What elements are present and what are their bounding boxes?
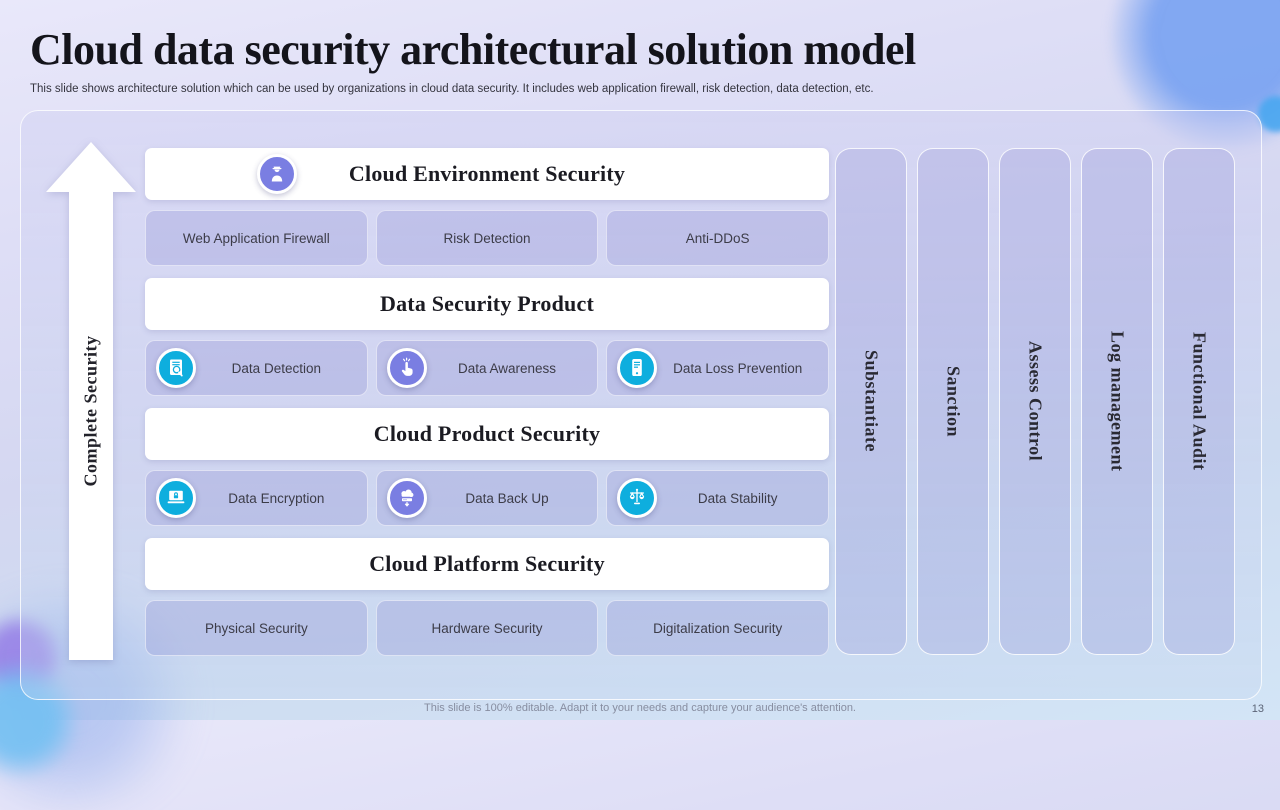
item-label: Digitalization Security bbox=[653, 620, 783, 636]
section-items-row: Data Encryption Data Back Up bbox=[145, 470, 830, 526]
item-data-loss-prevention: Data Loss Prevention bbox=[606, 340, 830, 396]
column-sanction: Sanction bbox=[917, 148, 989, 655]
slide-title: Cloud data security architectural soluti… bbox=[30, 25, 916, 74]
hand-pointing-icon bbox=[386, 348, 427, 388]
column-log-management: Log management bbox=[1081, 148, 1153, 655]
item-physical-security: Physical Security bbox=[145, 600, 368, 656]
section-header-cloud-environment-security: Cloud Environment Security bbox=[145, 148, 829, 200]
item-web-application-firewall: Web Application Firewall bbox=[145, 210, 368, 266]
item-label: Data Encryption bbox=[228, 490, 325, 506]
main-panel bbox=[20, 110, 1262, 700]
item-data-stability: Data Stability bbox=[606, 470, 830, 526]
item-data-encryption: Data Encryption bbox=[145, 470, 368, 526]
item-anti-ddos: Anti-DDoS bbox=[606, 210, 830, 266]
item-label: Web Application Firewall bbox=[182, 230, 330, 246]
item-label: Data Back Up bbox=[465, 490, 549, 506]
column-label: Sanction bbox=[943, 365, 964, 438]
up-arrow-body bbox=[69, 192, 113, 660]
arrow-label: Complete Security bbox=[80, 335, 101, 487]
laptop-lock-icon bbox=[156, 478, 196, 518]
item-label: Data Detection bbox=[231, 360, 321, 376]
slide-subtitle: This slide shows architecture solution w… bbox=[30, 83, 874, 95]
column-label: Functional Audit bbox=[1189, 332, 1210, 471]
column-label: Substantiate bbox=[861, 350, 882, 453]
column-functional-audit: Functional Audit bbox=[1163, 148, 1235, 655]
security-guard-icon bbox=[257, 154, 297, 194]
column-label: Assess Control bbox=[1025, 341, 1046, 462]
mobile-document-icon bbox=[617, 348, 658, 388]
item-label: Risk Detection bbox=[443, 230, 531, 246]
item-label: Anti-DDoS bbox=[685, 230, 750, 246]
footer-note: This slide is 100% editable. Adapt it to… bbox=[424, 702, 856, 714]
page-number: 13 bbox=[1251, 703, 1264, 715]
item-data-detection: Data Detection bbox=[145, 340, 368, 396]
item-data-back-up: Data Back Up bbox=[375, 470, 599, 526]
section-header-cloud-product-security: Cloud Product Security bbox=[145, 408, 829, 460]
document-search-icon bbox=[156, 348, 196, 388]
complete-security-arrow: Complete Security bbox=[46, 142, 136, 660]
section-header-label: Cloud Product Security bbox=[373, 421, 601, 446]
section-header-label: Cloud Environment Security bbox=[348, 161, 626, 186]
item-data-awareness: Data Awareness bbox=[375, 340, 599, 396]
column-substantiate: Substantiate bbox=[835, 148, 907, 655]
item-label: Physical Security bbox=[204, 620, 308, 636]
up-arrow-head-icon bbox=[46, 142, 136, 192]
column-assess-control: Assess Control bbox=[999, 148, 1071, 655]
item-label: Data Awareness bbox=[457, 360, 557, 376]
item-label: Data Stability bbox=[697, 490, 778, 506]
item-digitalization-security: Digitalization Security bbox=[606, 600, 830, 656]
item-risk-detection: Risk Detection bbox=[375, 210, 599, 266]
section-header-data-security-product: Data Security Product bbox=[145, 278, 829, 330]
column-label: Log management bbox=[1107, 331, 1128, 472]
section-header-cloud-platform-security: Cloud Platform Security bbox=[145, 538, 829, 590]
item-label: Hardware Security bbox=[431, 620, 543, 636]
section-items-row: Web Application Firewall Risk Detection … bbox=[145, 210, 830, 266]
item-hardware-security: Hardware Security bbox=[375, 600, 599, 656]
balance-scale-icon bbox=[617, 478, 658, 518]
cloud-backup-icon bbox=[386, 478, 427, 518]
section-items-row: Physical Security Hardware Security Digi… bbox=[145, 600, 830, 656]
right-columns: Substantiate Sanction Assess Control Log… bbox=[835, 148, 1235, 655]
center-stack: Cloud Environment Security Web Applicati… bbox=[145, 148, 830, 656]
item-label: Data Loss Prevention bbox=[673, 360, 803, 376]
section-header-label: Cloud Platform Security bbox=[369, 551, 605, 576]
section-items-row: Data Detection Data Awareness bbox=[145, 340, 830, 396]
section-header-label: Data Security Product bbox=[380, 291, 594, 316]
